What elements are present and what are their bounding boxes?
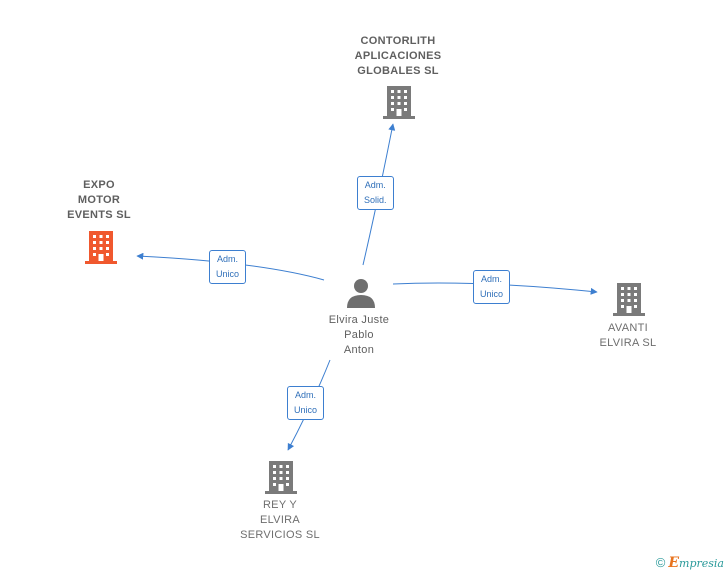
building-icon[interactable] bbox=[265, 459, 297, 495]
copyright-symbol: © bbox=[655, 555, 666, 570]
person-label[interactable]: Elvira Juste Pablo Anton bbox=[328, 314, 390, 356]
relation-label-expo: Adm. Unico bbox=[209, 250, 247, 284]
brand-name: mpresia bbox=[679, 557, 724, 570]
brand-initial: E bbox=[668, 555, 680, 571]
company-label-contorlith[interactable]: CONTORLITH APLICACIONES GLOBALES SL bbox=[354, 35, 442, 77]
building-icon[interactable] bbox=[85, 229, 117, 265]
relation-label-avanti: Adm. Unico bbox=[473, 270, 511, 304]
relation-label-rey: Adm. Unico bbox=[287, 386, 325, 420]
company-label-avanti[interactable]: AVANTI ELVIRA SL bbox=[599, 322, 657, 349]
empresia-watermark: ©Empresia bbox=[656, 555, 724, 571]
relation-label-contorlith: Adm. Solid. bbox=[357, 176, 394, 210]
person-icon[interactable] bbox=[345, 277, 377, 309]
company-label-rey[interactable]: REY Y ELVIRA SERVICIOS SL bbox=[240, 499, 320, 541]
building-icon[interactable] bbox=[613, 281, 645, 317]
company-label-expo[interactable]: EXPO MOTOR EVENTS SL bbox=[67, 179, 131, 221]
building-icon[interactable] bbox=[383, 84, 415, 120]
